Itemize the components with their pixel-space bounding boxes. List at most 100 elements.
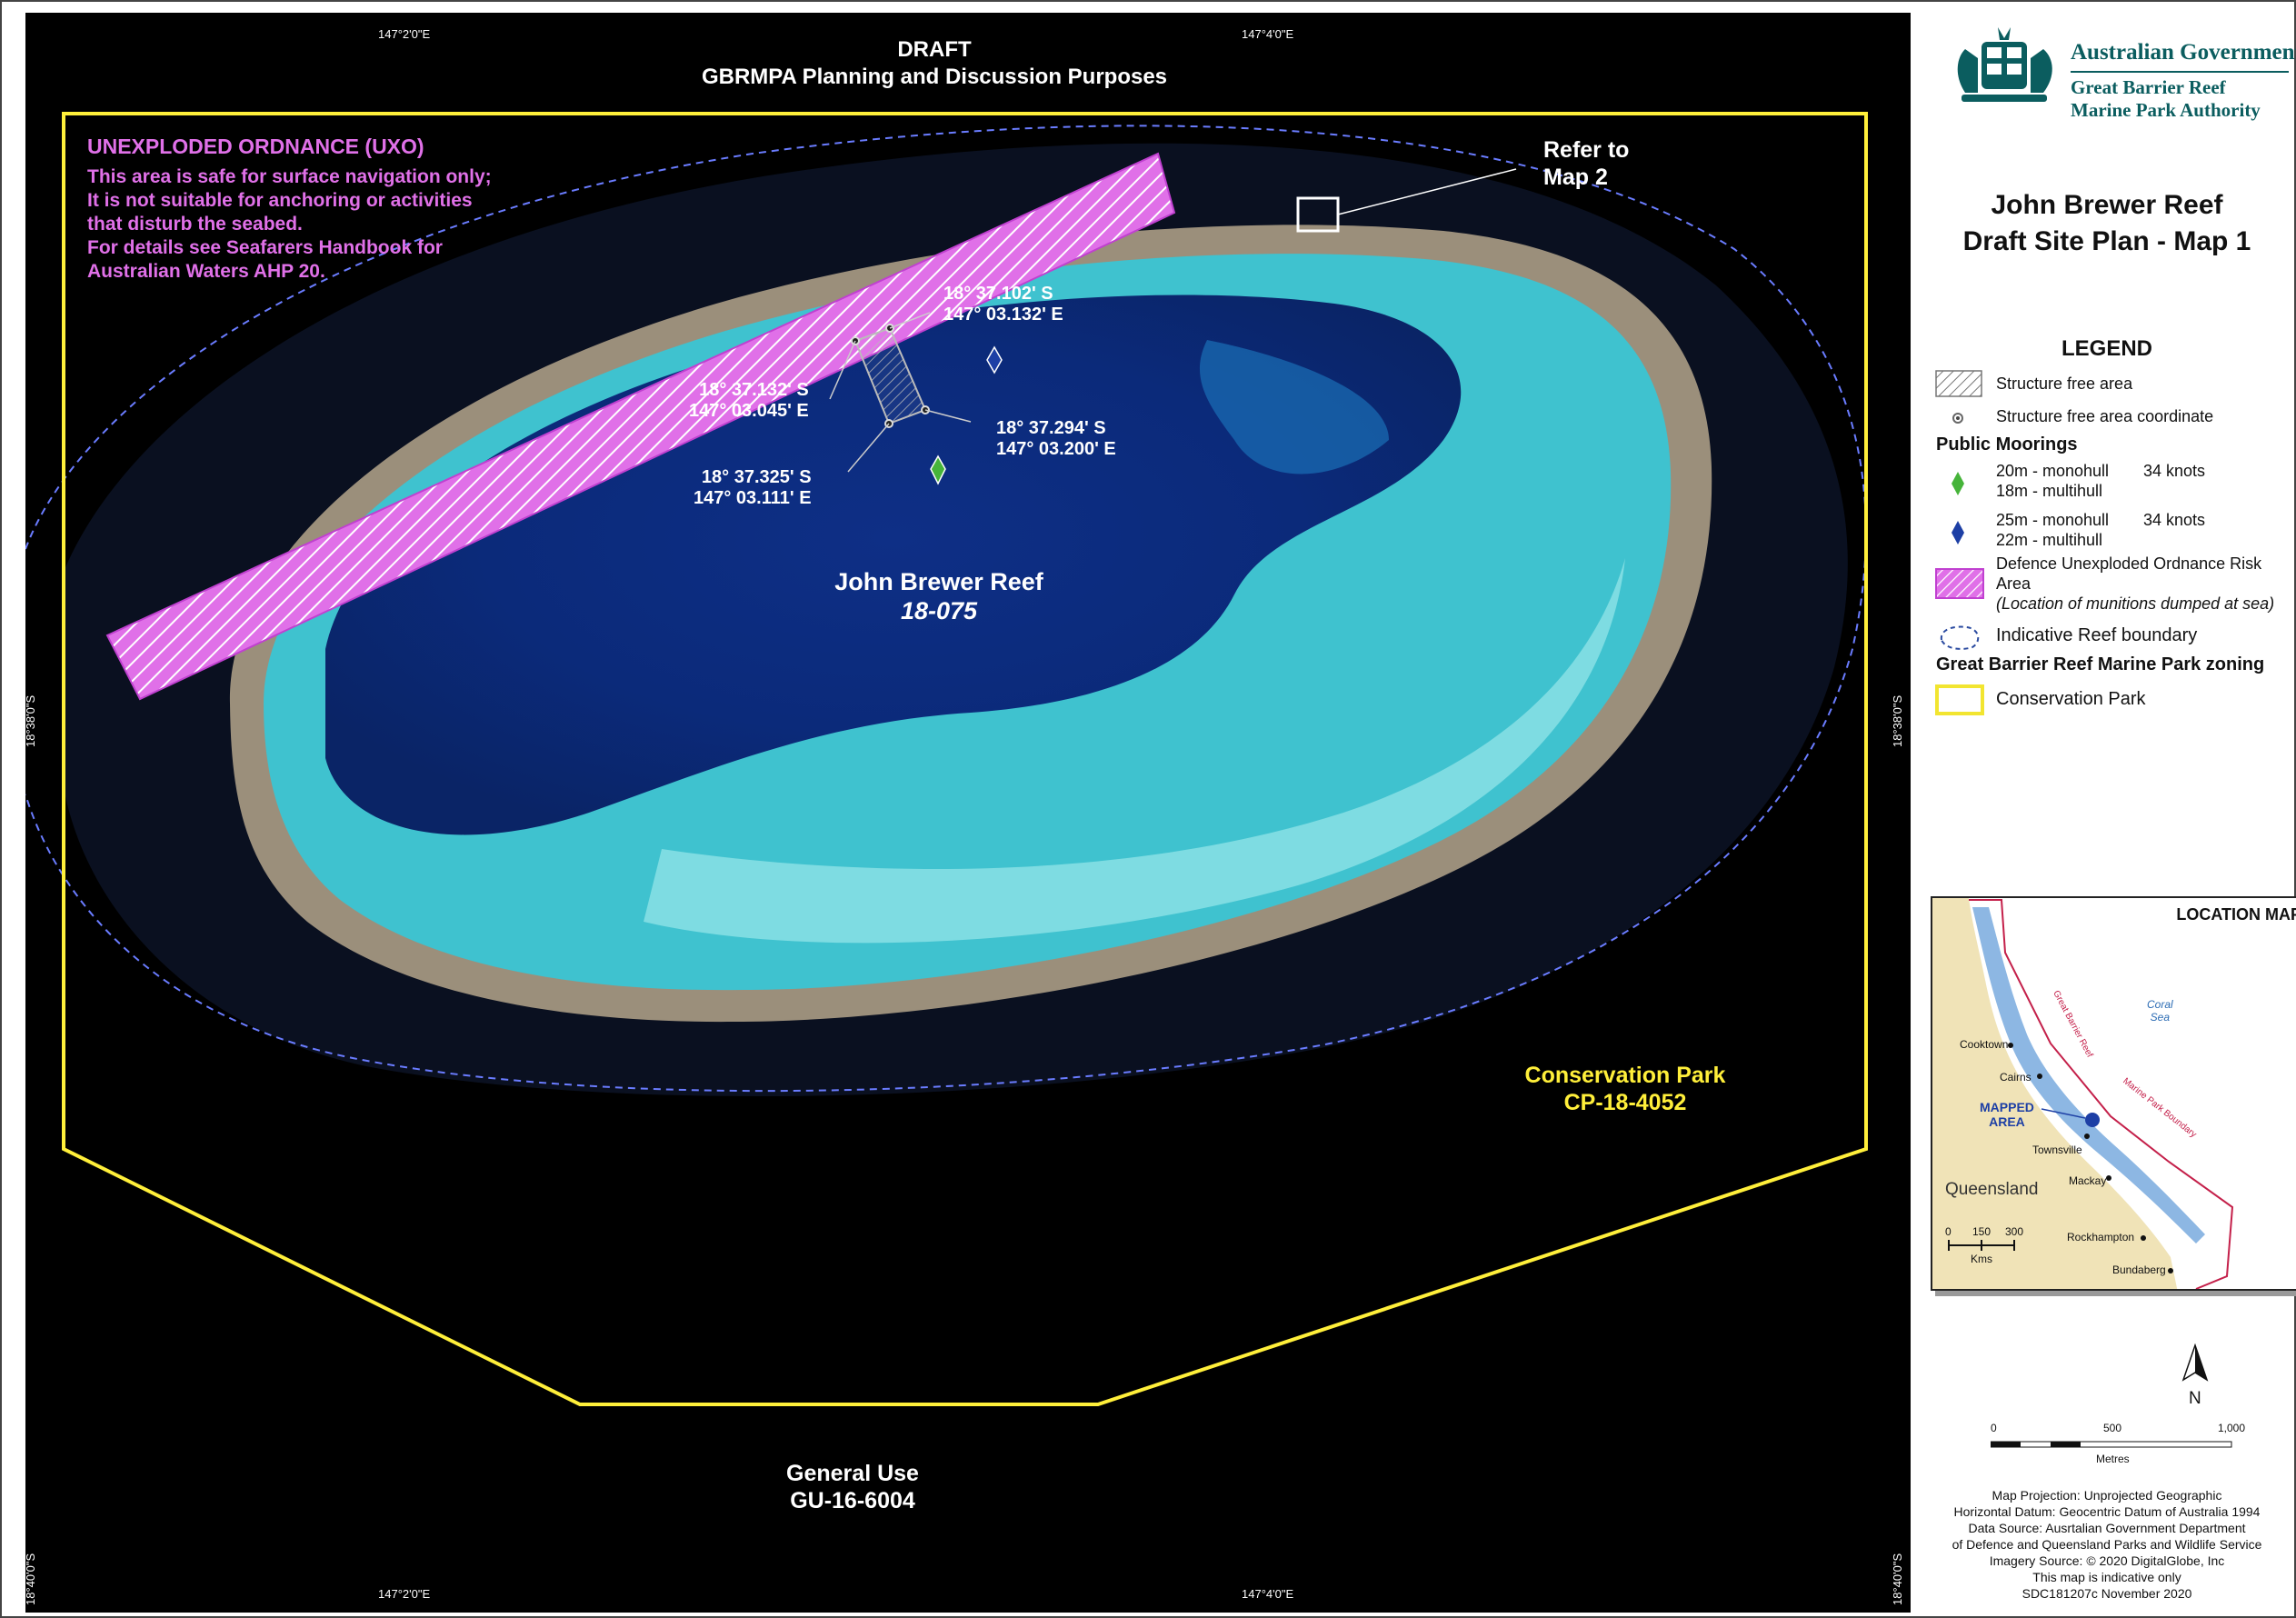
grid-label-left-lower: 18°40'0"S xyxy=(25,1553,37,1605)
uxo-line: It is not suitable for anchoring or acti… xyxy=(87,190,473,211)
legend-zoning-heading: Great Barrier Reef Marine Park zoning xyxy=(1936,654,2265,674)
legend-uxo-line: Area xyxy=(1996,574,2031,593)
marine-park-boundary xyxy=(1969,899,2234,1289)
zone-code: GU-16-6004 xyxy=(790,1488,915,1513)
mapped-line: AREA xyxy=(1989,1114,2025,1129)
draft-title: DRAFT xyxy=(897,37,972,62)
credit-line: of Defence and Queensland Parks and Wild… xyxy=(1952,1537,2262,1552)
conservation-park-label: Conservation Park CP-18-4052 xyxy=(1498,1062,1752,1116)
zone-name: Conservation Park xyxy=(1524,1063,1726,1088)
latitude: 18° 37.132' S xyxy=(699,380,809,400)
side-panel: Australian Government Great Barrier Reef… xyxy=(1918,13,2296,1613)
uxo-risk-area xyxy=(105,152,1176,701)
loc-scale-label: 150 xyxy=(1972,1225,1992,1238)
map-title-line: John Brewer Reef xyxy=(1991,190,2223,220)
reef-strip xyxy=(1972,907,2205,1243)
conservation-park-boundary xyxy=(62,112,1868,1406)
scale-label-500: 500 xyxy=(2103,1422,2122,1434)
longitude: 147° 03.111' E xyxy=(694,488,812,508)
grid-label-right-lower: 18°40'0"S xyxy=(1891,1553,1904,1605)
refer-line: Map 2 xyxy=(1543,165,1608,190)
town-label: Cooktown xyxy=(1960,1038,2009,1051)
legend-mooring-blue-multi: 22m - multihull xyxy=(1996,531,2103,549)
legend-mooring-blue-wind: 34 knots xyxy=(2143,511,2206,529)
credit-line: SDC181207c November 2020 xyxy=(2021,1586,2192,1601)
grid-label-bottom-right: 147°4'0"E xyxy=(1242,1587,1294,1601)
map-title: John Brewer Reef Draft Site Plan - Map 1 xyxy=(1918,187,2296,260)
mapped-area-label: MAPPED AREA xyxy=(1980,1100,2034,1129)
legend-mooring-blue-mono: 25m - monohull xyxy=(1996,511,2110,529)
legend-conservation-park: Conservation Park xyxy=(1996,689,2146,709)
map-panel[interactable]: 147°2'0"E 147°4'0"E 147°2'0"E 147°4'0"E … xyxy=(25,13,1911,1613)
zone-code: CP-18-4052 xyxy=(1563,1090,1687,1115)
legend-structure-free-area: Structure free area xyxy=(1996,375,2133,393)
legend-moorings-heading: Public Moorings xyxy=(1936,434,2078,454)
structure-free-area-swatch xyxy=(1935,370,1982,397)
coordinate-leaders xyxy=(829,312,972,473)
grid-label-right-upper: 18°38'0"S xyxy=(1891,694,1904,747)
longitude: 147° 03.045' E xyxy=(689,401,809,421)
general-use-label: General Use GU-16-6004 xyxy=(734,1460,971,1514)
grid-label-top-left: 147°2'0"E xyxy=(378,27,431,41)
queensland-label: Queensland xyxy=(1945,1180,2039,1199)
town-label: Townsville xyxy=(2032,1144,2082,1156)
longitude: 147° 03.132' E xyxy=(943,305,1063,325)
mooring-green xyxy=(930,454,946,485)
legend-mooring-green-multi: 18m - multihull xyxy=(1996,482,2103,500)
zone-name: General Use xyxy=(786,1461,919,1486)
legend-mooring-green-wind: 34 knots xyxy=(2143,462,2206,480)
coordinate-label-ne: 18° 37.102' S 147° 03.132' E xyxy=(943,284,1063,325)
coordinate-label-se: 18° 37.294' S 147° 03.200' E xyxy=(996,418,1116,460)
sea-line: Sea xyxy=(2150,1011,2171,1024)
legend-reef-boundary: Indicative Reef boundary xyxy=(1996,625,2198,645)
coral-sea-label: Coral Sea xyxy=(2147,998,2173,1024)
town-label: Rockhampton xyxy=(2067,1231,2135,1243)
uxo-heading: UNEXPLODED ORDNANCE (UXO) xyxy=(87,135,424,158)
refer-map-2-link[interactable]: Refer to Map 2 xyxy=(1543,136,1629,191)
mapped-line: MAPPED xyxy=(1980,1100,2034,1114)
north-arrow-icon xyxy=(2181,1343,2209,1382)
authority-name: Great Barrier Reef Marine Park Authority xyxy=(2071,76,2261,122)
town-label: Mackay xyxy=(2069,1174,2107,1187)
coordinate-label-sw: 18° 37.325' S 147° 03.111' E xyxy=(694,467,812,509)
coat-of-arms-icon xyxy=(1957,27,2052,102)
government-title: Australian Government xyxy=(2071,40,2296,65)
credit-line: This map is indicative only xyxy=(2032,1570,2181,1584)
credit-line: Imagery Source: © 2020 DigitalGlobe, Inc xyxy=(1989,1553,2225,1568)
north-label: N xyxy=(2189,1389,2201,1408)
coordinate-label-nw: 18° 37.132' S 147° 03.045' E xyxy=(689,380,809,422)
credit-line: Data Source: Ausrtalian Government Depar… xyxy=(1968,1521,2246,1535)
uxo-notice: UNEXPLODED ORDNANCE (UXO) This area is s… xyxy=(87,135,492,284)
authority-line: Marine Park Authority xyxy=(2071,99,2261,121)
authority-line: Great Barrier Reef xyxy=(2071,76,2226,98)
location-map[interactable]: LOCATION MAP Coral Sea Great Barrier Ree… xyxy=(1931,896,2296,1291)
reef-imagery xyxy=(25,112,1868,1406)
latitude: 18° 37.325' S xyxy=(701,467,812,487)
legend-mooring-green-mono: 20m - monohull xyxy=(1996,462,2110,480)
uxo-area-swatch xyxy=(1935,568,1984,599)
reef-name: John Brewer Reef xyxy=(834,568,1043,595)
legend-structure-free-coordinate: Structure free area coordinate xyxy=(1996,407,2214,425)
map-credits: Map Projection: Unprojected Geographic H… xyxy=(1918,1487,2296,1602)
uxo-line: Australian Waters AHP 20. xyxy=(87,261,325,282)
indicative-reef-boundary xyxy=(25,125,1867,1093)
map-title-line: Draft Site Plan - Map 1 xyxy=(1962,226,2251,256)
loc-scale-label: 0 xyxy=(1945,1225,1952,1238)
reef-boundary-swatch xyxy=(1940,625,1980,650)
uxo-line: For details see Seafarers Handbook for xyxy=(87,237,443,258)
loc-scale-unit: Kms xyxy=(1971,1253,1992,1265)
grid-label-top-right: 147°4'0"E xyxy=(1242,27,1294,41)
refer-line: Refer to xyxy=(1543,137,1630,163)
grid-label-left-upper: 18°38'0"S xyxy=(25,694,37,747)
scale-label-0: 0 xyxy=(1991,1422,1997,1434)
uxo-line: that disturb the seabed. xyxy=(87,214,303,235)
reef-id: 18-075 xyxy=(900,597,978,624)
credit-line: Map Projection: Unprojected Geographic xyxy=(1992,1488,2222,1503)
mooring-blue-icon xyxy=(1952,521,1964,544)
latitude: 18° 37.102' S xyxy=(943,284,1053,304)
location-map-title: LOCATION MAP xyxy=(2176,905,2296,924)
longitude: 147° 03.200' E xyxy=(996,439,1116,459)
sea-line: Coral xyxy=(2147,998,2173,1011)
loc-scale-label: 300 xyxy=(2005,1225,2024,1238)
